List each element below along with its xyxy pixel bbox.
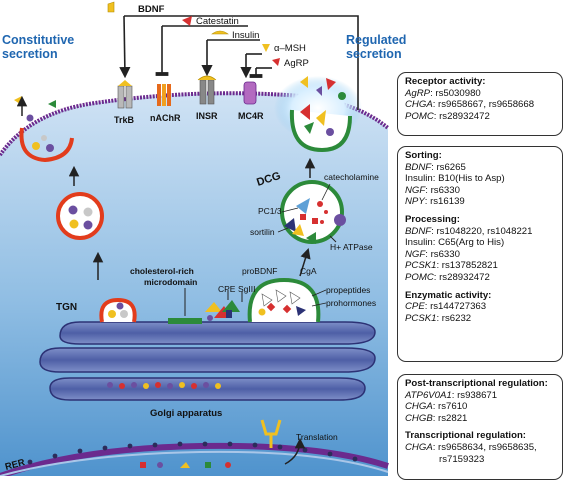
label-tgn: TGN [56,302,77,313]
ligand-insulin: Insulin [232,30,259,41]
box-line: PCSK1: rs137852821 [405,260,498,272]
box-line: Insulin: C65(Arg to His) [405,237,505,249]
receptor-nachr [157,84,171,106]
translation-symbol [260,419,306,465]
receptor-label-trkb: TrkB [114,115,135,125]
ligand-alpha-msh: α–MSH [274,43,306,54]
box-line: NPY: rs16139 [405,196,465,208]
budding-dcg [247,277,321,323]
cholesterol-domain [168,318,202,324]
rer-cargo [140,462,231,468]
regulated-title-line2: secretion [346,47,402,61]
label-cholesterol-2: microdomain [144,277,197,287]
golgi-cisterna-2 [49,377,366,401]
ligand-glyph-msh [262,44,270,52]
golgi-apparatus [39,321,376,401]
box-line: rs7159323 [439,453,485,465]
constitutive-vesicle [56,192,104,240]
label-sortilin: sortilin [250,227,275,237]
label-propeptides: propeptides [326,285,370,295]
box-line: BDNF: rs1048220, rs1048221 [405,225,533,237]
box-title-sorting: Sorting: [405,150,442,161]
label-catecholamine: catecholamine [324,172,379,182]
plasma-membrane [0,91,390,157]
box-title-transcriptional: Transcriptional regulation: [405,430,527,442]
constitutive-title-line1: Constitutive [2,33,75,47]
ribosomes [27,441,358,465]
receptor-label-insr: INSR [196,111,218,121]
label-sgiii: SgIII [238,284,255,294]
receptor-label-mc4r: MC4R [238,111,264,121]
box-title: Receptor activity: [405,76,486,87]
label-prohormones: prohormones [326,298,376,308]
label-translation: Translation [296,432,338,442]
receptor-trkb [117,80,133,109]
box-line: AgRP: rs5030980 [405,87,481,99]
label-cga: CgA [300,266,317,276]
box-sorting-processing-enzymatic: Sorting: BDNF: rs6265 Insulin: B10(His t… [397,146,563,362]
box-line: NGF: rs6330 [405,248,460,260]
constitutive-title-line2: secretion [2,47,58,61]
ligand-arrows [119,15,359,110]
label-cholesterol-1: cholesterol-rich [130,266,194,276]
receptor-insr [197,75,217,105]
ligand-glyph-insulin [211,30,229,35]
box-line: CHGB: rs2821 [405,412,468,424]
ligand-glyph-bdnf [107,1,115,13]
label-h-atpase: H+ ATPase [330,242,373,252]
box-line: BDNF: rs6265 [405,161,466,173]
rer [0,441,389,476]
box-title-processing: Processing: [405,213,460,225]
box-line: NGF: rs6330 [405,184,460,196]
box-line: PCSK1: rs6232 [405,312,472,324]
arrow-tgn-to-dcg [299,247,311,277]
regulated-secretion-title: Regulated secretion [346,33,406,61]
ligand-agrp: AgRP [284,58,309,69]
box-line: CHGA: rs7610 [405,401,468,413]
box-line: CPE: rs144727363 [405,301,487,313]
ligand-bdnf: BDNF [138,4,165,15]
regulated-exocytosis [274,76,362,153]
box-line: Insulin: B10(His to Asp) [405,173,505,185]
cpe-sgiii-cluster [205,290,243,321]
tgn-cisterna [59,321,376,345]
box-line: ATP6V0A1: rs938671 [405,389,498,401]
constitutive-exocytosis [14,95,74,163]
label-pc13: PC1/3 [258,206,282,216]
regulated-title-line1: Regulated [346,33,407,47]
constitutive-secretion-title: Constitutive secretion [2,33,74,61]
golgi-cargo-row [107,382,221,389]
box-line: POMC: rs28932472 [405,110,490,122]
label-cpe: CPE [218,284,236,294]
box-title-post: Post-transcriptional regulation: [405,378,548,389]
ligand-glyph-catestatin [182,16,192,26]
golgi-cisterna-1 [39,347,376,373]
box-title-enzymatic: Enzymatic activity: [405,289,492,301]
budding-constitutive-vesicle [99,297,137,323]
label-probdnf: proBDNF [242,266,277,276]
ligand-catestatin: Catestatin [196,16,239,27]
label-golgi: Golgi apparatus [150,408,222,419]
box-receptor-activity: Receptor activity: AgRP: rs5030980 CHGA:… [397,72,563,136]
label-rer: RER [4,457,26,473]
box-line: POMC: rs28932472 [405,271,490,283]
ligand-glyph-agrp [272,58,280,66]
receptor-label-nachr: nAChR [150,113,181,123]
receptor-mc4r [243,81,257,105]
box-line: CHGA: rs9658634, rs9658635, [405,441,537,453]
dense-core-granule [280,180,346,244]
box-regulation: Post-transcriptional regulation: ATP6V0A… [397,374,563,480]
box-line: CHGA: rs9658667, rs9658668 [405,99,535,111]
